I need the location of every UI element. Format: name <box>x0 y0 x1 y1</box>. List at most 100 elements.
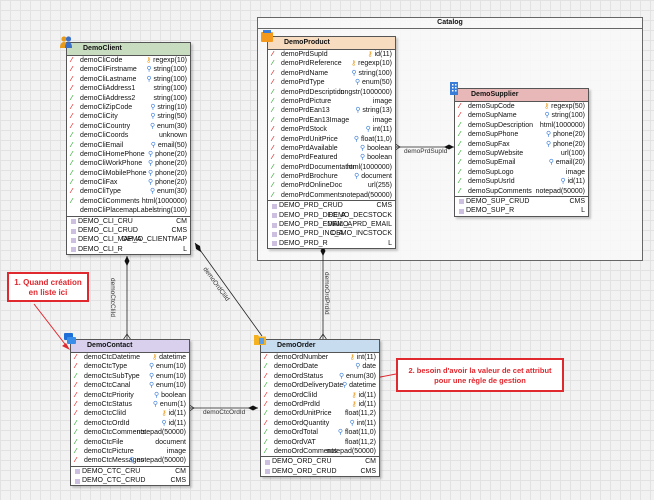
entity-title[interactable]: DemoOrder <box>261 340 379 353</box>
field-type: ⚲ enum(1) <box>153 400 186 409</box>
field-row[interactable]: ⁄demoSupFax⚲ phone(20) <box>455 140 588 149</box>
field-row[interactable]: ⁄demoSupCode⚷ regexp(50) <box>455 102 588 111</box>
field-row[interactable]: ⁄demoSupUsrId⚲ id(11) <box>455 177 588 186</box>
field-row[interactable]: ⁄demoCtcPriority⚲ boolean <box>71 391 189 400</box>
field-row[interactable]: ⁄demoCliFirstname⚲ string(100) <box>67 65 190 74</box>
field-row[interactable]: ⁄demoOrdDate⚲ date <box>261 362 379 371</box>
field-row[interactable]: ⁄demoPrdSupId⚷ id(11) <box>268 50 395 59</box>
field-row[interactable]: ⁄demoCtcOrdId⚲ id(11) <box>71 419 189 428</box>
optional-field-icon: ⁄ <box>75 429 77 437</box>
field-row[interactable]: ⁄demoPrdEan13⚲ string(13) <box>268 106 395 115</box>
field-row[interactable]: ⁄demoOrdStatus⚲ enum(30) <box>261 372 379 381</box>
field-row[interactable]: ⁄demoCliHomePhone⚲ phone(20) <box>67 150 190 159</box>
field-type: ⚲ id(11) <box>162 419 186 428</box>
field-row[interactable]: ⁄demoCliLastname⚲ string(100) <box>67 75 190 84</box>
entity-demo-supplier[interactable]: DemoSupplier⁄demoSupCode⚷ regexp(50)⁄dem… <box>450 82 589 217</box>
field-row[interactable]: ⁄demoPrdReference⚷ regexp(10) <box>268 59 395 68</box>
field-row[interactable]: ⁄demoOrdCliId⚷ id(11) <box>261 391 379 400</box>
field-row[interactable]: ⁄demoPrdStock⚲ int(11) <box>268 125 395 134</box>
field-row[interactable]: ⁄demoPrdName⚲ string(100) <box>268 69 395 78</box>
field-type-value: id(11) <box>358 391 376 399</box>
field-row[interactable]: ⁄demoOrdNumber⚷ int(11) <box>261 353 379 362</box>
field-row[interactable]: ⁄demoSupName⚲ string(100) <box>455 111 588 120</box>
note1-arrow <box>33 303 69 349</box>
field-row[interactable]: ⁄demoCliFax⚲ phone(20) <box>67 178 190 187</box>
field-row[interactable]: ⁄demoCtcType⚲ enum(10) <box>71 362 189 371</box>
field-row[interactable]: ⁄demoPrdFeatured⚲ boolean <box>268 153 395 162</box>
required-field-icon: ⁄ <box>75 382 77 390</box>
annotation-note-1[interactable]: 1. Quand création en liste ici <box>7 272 89 302</box>
field-row[interactable]: ⁄demoCliWorkPhone⚲ phone(20) <box>67 159 190 168</box>
field-row[interactable]: ⁄demoCliZipCode⚲ string(10) <box>67 103 190 112</box>
entity-title[interactable]: DemoProduct <box>268 37 395 50</box>
field-row[interactable]: ⁄demoPrdType⚲ enum(50) <box>268 78 395 87</box>
field-row[interactable]: ⁄demoPrdAvailable⚲ boolean <box>268 144 395 153</box>
entity-title[interactable]: DemoSupplier <box>455 89 588 102</box>
entity-title[interactable]: DemoContact <box>71 340 189 353</box>
field-row[interactable]: ⁄demoCliCountry⚲ enum(30) <box>67 122 190 131</box>
field-row[interactable]: ⁄demoCtcCanal⚲ enum(10) <box>71 381 189 390</box>
field-row[interactable]: ⁄demoSupEmail⚲ email(20) <box>455 158 588 167</box>
entity-demo-order[interactable]: DemoOrder⁄demoOrdNumber⚷ int(11)⁄demoOrd… <box>254 335 380 478</box>
field-row[interactable]: ⁄demoOrdTotal⚲ float(11,0) <box>261 428 379 437</box>
field-row[interactable]: ⁄demoCtcSubType⚲ enum(10) <box>71 372 189 381</box>
link-ord-cli[interactable] <box>194 242 263 337</box>
field-row[interactable]: ⁄demoCtcCliId⚷ id(11) <box>71 409 189 418</box>
field-row[interactable]: ⁄demoCliCity⚲ string(50) <box>67 112 190 121</box>
entity-demo-client[interactable]: DemoClient⁄demoCliCode⚷ regexp(10)⁄demoC… <box>60 36 191 256</box>
field-row[interactable]: ⁄demoOrdPrdId⚷ id(11) <box>261 400 379 409</box>
annotation-note-2[interactable]: 2. besoin d'avoir la valeur de cet attri… <box>396 358 564 392</box>
field-row[interactable]: ⁄demoOrdQuantity⚲ int(11) <box>261 419 379 428</box>
field-row[interactable]: ⁄demoCliCode⚷ regexp(10) <box>67 56 190 65</box>
field-row[interactable]: ⁄demoCliMobilePhone⚲ phone(20) <box>67 169 190 178</box>
entity-demo-contact[interactable]: DemoContact⁄demoCtcDatetime⚷ datetime⁄de… <box>64 333 190 487</box>
entity-demo-product[interactable]: DemoProduct⁄demoPrdSupId⚷ id(11)⁄demoPrd… <box>261 30 396 250</box>
field-row[interactable]: ⁄demoOrdDeliveryDate⚲ datetime <box>261 381 379 390</box>
field-row[interactable]: ⁄demoCliType⚲ enum(30) <box>67 187 190 196</box>
field-row[interactable]: ⁄demoPrdBrochure⚲ document <box>268 172 395 181</box>
entity-title[interactable]: DemoClient <box>67 43 190 56</box>
field-row[interactable]: ⁄demoCtcStatus⚲ enum(1) <box>71 400 189 409</box>
field-row[interactable]: ⁄demoCliEmail⚲ email(50) <box>67 141 190 150</box>
field-row[interactable]: ⁄demoSupPhone⚲ phone(20) <box>455 130 588 139</box>
field-row[interactable]: ⁄demoCtcMessages⚲ notepad(50000) <box>71 456 189 465</box>
field-row[interactable]: ⁄demoCtcDatetime⚷ datetime <box>71 353 189 362</box>
field-row[interactable]: ⁄demoPrdUnitPrice⚲ float(11,0) <box>268 135 395 144</box>
